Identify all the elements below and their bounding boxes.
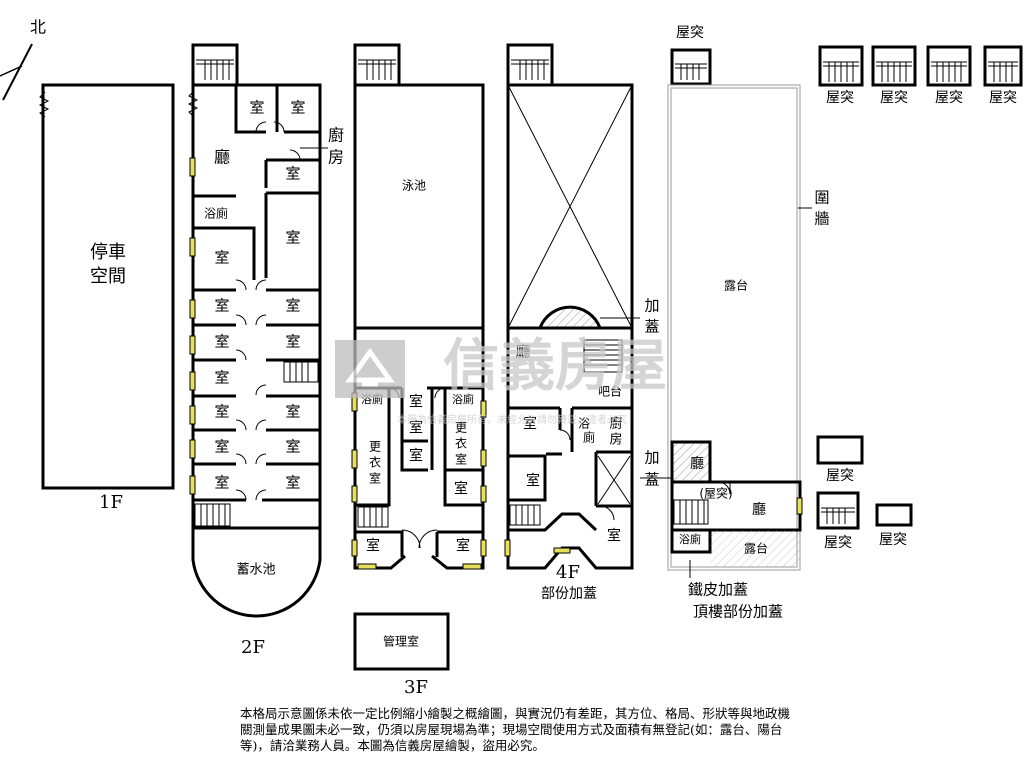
addon-label-1: 加: [644, 297, 659, 315]
bar-label: 吧台: [598, 384, 622, 399]
room-label: 室: [523, 415, 537, 432]
roof-protrusion-paren-label: (屋突): [699, 486, 732, 501]
room-label: 室: [285, 403, 300, 421]
roof-subtitle: 頂樓部份加蓋: [693, 603, 783, 621]
floor-4f: 廳 吧台 室 浴 廁 廚 房 室 室 加 蓋 4F 部份加蓋: [504, 43, 660, 602]
floor-1f: 停車 空間 1F: [38, 83, 175, 513]
room-label: 室: [456, 537, 470, 554]
room-label: 室: [214, 249, 229, 267]
pool-outline: [353, 83, 485, 330]
floor-4f-subtitle: 部份加蓋: [541, 586, 597, 602]
room-label: 室: [214, 403, 229, 421]
wall-label-2: 牆: [814, 210, 829, 228]
room-label: 室: [285, 438, 300, 456]
terrace-label: 露台: [724, 278, 748, 293]
terrace-outline: [667, 84, 801, 571]
room-label: 室: [214, 369, 229, 387]
room-label: 室: [454, 480, 468, 497]
compass-arrow: [2, 43, 33, 101]
parking-space-outline: [41, 83, 175, 490]
pool-label: 泳池: [402, 179, 426, 193]
watermark-notice: 本圖為信義房屋所有，未經允許請勿轉載，違者必究: [397, 413, 627, 426]
changing-room-1: 更: [369, 440, 381, 454]
stair-top: [191, 43, 239, 87]
room-label: 室: [409, 419, 423, 436]
floor-label-3f: 3F: [404, 677, 428, 698]
room-label: 室: [214, 438, 229, 456]
floor-2f-outline: [191, 83, 322, 618]
watermark: 信義房屋 本圖為信義房屋所有，未經允許請勿轉載，違者必究: [335, 334, 667, 426]
living-room-label: 廳: [214, 148, 230, 167]
changing-room-2: 衣: [455, 436, 467, 451]
iron-addon-label: 鐵皮加蓋: [688, 581, 748, 599]
room-label: 室: [285, 333, 300, 351]
changing-room-1: 更: [455, 421, 467, 435]
roof-protrusion-label: 屋突: [879, 532, 907, 548]
roof-protrusion-label: 屋突: [880, 90, 908, 106]
kitchen-label-1: 廚: [609, 416, 622, 432]
room-label: 室: [214, 474, 229, 492]
terrace-label: 露台: [744, 541, 768, 556]
addon-label-2: 蓋: [644, 318, 659, 336]
compass: 北: [0, 18, 46, 101]
kitchen-label-1: 廚: [328, 126, 344, 145]
manager-room-label: 管理室: [383, 634, 419, 649]
bath-label-1: 浴: [578, 417, 590, 431]
room-label: 室: [290, 99, 305, 117]
water-tank-label: 蓄水池: [236, 563, 275, 578]
wall-label-1: 圍: [814, 189, 829, 207]
zigzag-mark: [38, 91, 50, 118]
addon-bay: [537, 305, 603, 330]
room-label: 室: [366, 537, 380, 554]
floor-label-1f: 1F: [99, 492, 123, 513]
room-label: 室: [409, 393, 423, 410]
roof-protrusion-label: 屋突: [826, 90, 854, 106]
changing-room-2: 衣: [369, 455, 381, 470]
watermark-brand: 信義房屋: [443, 334, 667, 399]
disclaimer-text: 本格局示意圖係未依一定比例縮小繪製之概繪圖，與實況仍有差距，其方位、格局、形狀等…: [240, 706, 791, 753]
roof-protrusion-label: 屋突: [935, 90, 963, 106]
manager-room-outline: [353, 612, 450, 671]
compass-north-label: 北: [30, 18, 46, 37]
addon-label-2: 蓋: [644, 471, 659, 489]
room-label: 室: [249, 99, 264, 117]
parking-label-line2: 空間: [90, 266, 126, 287]
room-label: 室: [607, 527, 621, 544]
room-label: 室: [285, 474, 300, 492]
roof-protrusion-label: 屋突: [989, 90, 1017, 106]
living-room-label: 廳: [752, 501, 766, 518]
changing-room-3: 室: [369, 471, 381, 486]
floor-2f-walls: [193, 85, 320, 502]
bath-label-2: 廁: [583, 430, 595, 445]
living-room-label: 廳: [515, 343, 530, 361]
floor-3f: 泳池 浴廁 浴廁 室 室 室 更 衣 室 更 衣 室 室 室 室 管理室 3F: [351, 43, 487, 698]
bathroom-label: 浴廁: [452, 392, 474, 406]
room-label: 室: [285, 229, 300, 247]
kitchen-label-2: 房: [609, 432, 622, 448]
room-label: 室: [214, 297, 229, 315]
roof-protrusion-label: 屋突: [824, 535, 852, 551]
roof-protrusion-label: 屋突: [676, 25, 704, 41]
changing-room-3: 室: [455, 452, 467, 467]
addon-label-1: 加: [644, 449, 659, 467]
room-label: 室: [285, 165, 300, 183]
roof-floor: 屋突 露台 圍 牆 廳 (屋突) 廳 浴廁 露台 加 蓋 鐵皮加蓋 頂樓部份加蓋: [640, 25, 1023, 621]
floor-2f: 室 室 廳 室 浴廁 室 室 室 室 室 室 室 室 室 室 室 室 室 蓄水池…: [187, 43, 344, 658]
roof-protrusion-label: 屋突: [826, 468, 854, 484]
room-label: 室: [214, 333, 229, 351]
room-label: 室: [526, 472, 540, 489]
floor-label-4f: 4F: [556, 562, 580, 583]
living-room-label: 廳: [690, 455, 704, 472]
room-label: 室: [285, 297, 300, 315]
room-label: 室: [409, 447, 423, 464]
bathroom-label: 浴廁: [679, 532, 701, 546]
bathroom-label: 浴廁: [204, 206, 228, 221]
kitchen-label-2: 房: [328, 148, 344, 167]
floor-label-2f: 2F: [241, 637, 265, 658]
parking-label-line1: 停車: [90, 242, 126, 263]
